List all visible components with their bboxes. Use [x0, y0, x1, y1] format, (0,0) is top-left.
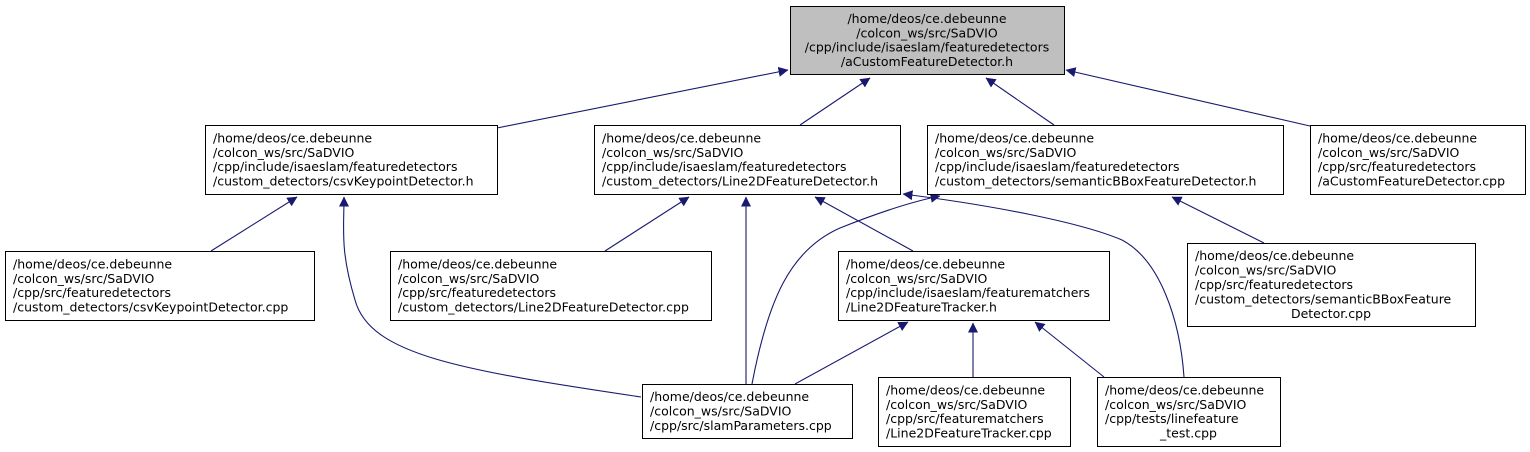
edge-tracker-h-to-line2d-h	[814, 196, 914, 252]
node-label-line: /home/deos/ce.debeunne	[846, 256, 1005, 271]
node-label-line: /custom_detectors/semanticBBoxFeatureDet…	[935, 174, 1256, 189]
node-label-line: /custom_detectors/Line2DFeatureDetector.…	[398, 300, 689, 315]
node-label-line: /custom_detectors/csvKeypointDetector.h	[213, 174, 474, 189]
edge-bbox-cpp-to-bbox-h	[1171, 196, 1265, 244]
node-label-line: /cpp/include/isaeslam/featurematchers	[846, 285, 1090, 300]
node-box	[927, 125, 1284, 195]
node-label-line: /cpp/tests/linefeature	[1105, 411, 1239, 426]
node-line2d-h[interactable]: /home/deos/ce.debeunne/colcon_ws/src/SaD…	[594, 125, 901, 195]
node-label-line: /cpp/src/featuredetectors	[13, 285, 171, 300]
node-label-line: /colcon_ws/src/SaDVIO	[886, 397, 1028, 412]
edge-slam-cpp-to-tracker-h	[794, 321, 909, 385]
node-line2d-cpp[interactable]: /home/deos/ce.debeunne/colcon_ws/src/SaD…	[390, 251, 712, 321]
node-label-line: /Line2DFeatureTracker.cpp	[886, 426, 1052, 441]
node-bbox-cpp[interactable]: /home/deos/ce.debeunne/colcon_ws/src/SaD…	[1187, 243, 1476, 327]
node-label-line: _test.cpp	[1159, 426, 1217, 441]
node-tracker-h[interactable]: /home/deos/ce.debeunne/colcon_ws/src/SaD…	[838, 251, 1110, 321]
node-label-line: /colcon_ws/src/SaDVIO	[1195, 263, 1337, 278]
node-box	[1187, 243, 1476, 327]
node-acustom-cpp[interactable]: /home/deos/ce.debeunne/colcon_ws/src/SaD…	[1310, 125, 1526, 195]
edge-bbox-h-to-root	[985, 77, 1055, 126]
node-box	[790, 6, 1065, 75]
node-bbox-h[interactable]: /home/deos/ce.debeunne/colcon_ws/src/SaD…	[927, 125, 1284, 195]
node-label-line: /home/deos/ce.debeunne	[602, 130, 761, 145]
node-label-line: /custom_detectors/semanticBBoxFeature	[1195, 291, 1452, 306]
node-label-line: /colcon_ws/src/SaDVIO	[1105, 397, 1247, 412]
edge-slam-cpp-to-csv-h	[338, 196, 642, 398]
node-box	[594, 125, 901, 195]
node-label-line: /Line2DFeatureTracker.h	[846, 300, 997, 315]
node-label-line: /cpp/include/isaeslam/featuredetectors	[935, 159, 1179, 174]
node-label-line: /cpp/include/isaeslam/featuredetectors	[805, 40, 1049, 55]
node-label-line: /cpp/include/isaeslam/featuredetectors	[213, 159, 457, 174]
node-label-line: /home/deos/ce.debeunne	[886, 382, 1045, 397]
node-box	[838, 251, 1110, 321]
node-label-line: /cpp/src/featuredetectors	[398, 285, 556, 300]
node-label-line: /cpp/src/featurematchers	[886, 411, 1044, 426]
node-label-line: /colcon_ws/src/SaDVIO	[602, 145, 744, 160]
node-csv-h[interactable]: /home/deos/ce.debeunne/colcon_ws/src/SaD…	[205, 125, 498, 195]
node-csv-cpp[interactable]: /home/deos/ce.debeunne/colcon_ws/src/SaD…	[5, 251, 315, 321]
node-slam-cpp[interactable]: /home/deos/ce.debeunne/colcon_ws/src/SaD…	[642, 384, 853, 439]
node-label-line: /home/deos/ce.debeunne	[1318, 130, 1477, 145]
node-root[interactable]: /home/deos/ce.debeunne/colcon_ws/src/SaD…	[790, 6, 1065, 75]
edge-slam-cpp-to-bbox-h	[751, 192, 941, 385]
node-box	[5, 251, 315, 321]
node-label-line: /home/deos/ce.debeunne	[13, 256, 172, 271]
node-box	[642, 384, 853, 439]
node-label-line: /aCustomFeatureDetector.cpp	[1318, 174, 1505, 189]
node-label-line: /cpp/include/isaeslam/featuredetectors	[602, 159, 846, 174]
node-label-line: /custom_detectors/csvKeypointDetector.cp…	[13, 300, 288, 315]
edge-acustom-cpp-to-root	[1065, 67, 1311, 127]
node-label-line: /colcon_ws/src/SaDVIO	[650, 404, 792, 419]
node-label-line: /cpp/src/featuredetectors	[1195, 277, 1353, 292]
node-label-line: /cpp/src/featuredetectors	[1318, 159, 1476, 174]
node-label-line: /colcon_ws/src/SaDVIO	[856, 25, 998, 40]
edge-test-cpp-to-tracker-h	[1034, 321, 1105, 378]
edge-csv-cpp-to-csv-h	[210, 196, 298, 252]
node-box	[1097, 377, 1281, 447]
node-label-line: /home/deos/ce.debeunne	[398, 256, 557, 271]
node-label-line: /aCustomFeatureDetector.h	[841, 54, 1013, 69]
node-label-line: /home/deos/ce.debeunne	[1195, 248, 1354, 263]
node-label-line: /home/deos/ce.debeunne	[935, 130, 1094, 145]
node-label-line: /colcon_ws/src/SaDVIO	[398, 271, 540, 286]
node-label-line: /colcon_ws/src/SaDVIO	[13, 271, 155, 286]
node-label-line: /home/deos/ce.debeunne	[1105, 382, 1264, 397]
node-label-line: /home/deos/ce.debeunne	[847, 11, 1006, 26]
node-tracker-cpp[interactable]: /home/deos/ce.debeunne/colcon_ws/src/SaD…	[878, 377, 1071, 447]
node-box	[205, 125, 498, 195]
nodes: /home/deos/ce.debeunne/colcon_ws/src/SaD…	[5, 6, 1526, 447]
edge-test-cpp-to-line2d-h	[902, 190, 1185, 378]
node-box	[878, 377, 1071, 447]
node-label-line: /colcon_ws/src/SaDVIO	[213, 145, 355, 160]
node-label-line: /home/deos/ce.debeunne	[213, 130, 372, 145]
node-box	[390, 251, 712, 321]
node-label-line: /custom_detectors/Line2DFeatureDetector.…	[602, 174, 878, 189]
node-test-cpp[interactable]: /home/deos/ce.debeunne/colcon_ws/src/SaD…	[1097, 377, 1281, 447]
node-label-line: /cpp/src/slamParameters.cpp	[650, 418, 832, 433]
edges	[210, 66, 1311, 398]
node-label-line: Detector.cpp	[1291, 306, 1371, 321]
edge-line2d-cpp-to-line2d-h	[604, 196, 690, 252]
node-label-line: /colcon_ws/src/SaDVIO	[935, 145, 1077, 160]
node-label-line: /colcon_ws/src/SaDVIO	[1318, 145, 1460, 160]
node-label-line: /home/deos/ce.debeunne	[650, 389, 809, 404]
node-label-line: /colcon_ws/src/SaDVIO	[846, 271, 988, 286]
node-box	[1310, 125, 1526, 195]
edge-line2d-h-to-root	[799, 77, 871, 126]
edge-csv-h-to-root	[496, 66, 789, 129]
